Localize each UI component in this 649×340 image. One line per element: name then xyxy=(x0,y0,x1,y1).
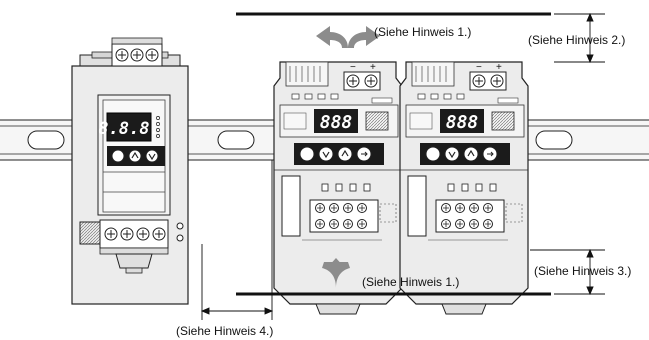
note3-label: (Siehe Hinweis 3.) xyxy=(534,264,632,278)
rail-slot xyxy=(217,130,255,150)
dimension-note2 xyxy=(554,12,605,64)
left-device: 8.8.8. xyxy=(71,37,189,305)
left-button-up xyxy=(128,149,142,163)
svg-text:−: − xyxy=(476,62,482,73)
button-down xyxy=(444,146,460,162)
left-button-mode xyxy=(111,149,125,163)
note1-bottom-label: (Siehe Hinweis 1.) xyxy=(362,275,460,289)
left-button-down xyxy=(145,149,159,163)
led-display-text: 888 xyxy=(446,112,479,133)
terminal-block-top xyxy=(111,37,163,67)
side-connector xyxy=(79,221,101,245)
svg-text:+: + xyxy=(370,62,376,73)
terminal-block-bottom xyxy=(99,219,169,255)
note1-top-label: (Siehe Hinweis 1.) xyxy=(374,25,472,39)
button-up xyxy=(463,146,479,162)
airflow-arrow-bottom xyxy=(322,258,350,288)
button-mode xyxy=(425,146,441,162)
side-window xyxy=(407,175,427,237)
button-down xyxy=(318,146,334,162)
note2-label: (Siehe Hinweis 2.) xyxy=(528,33,626,47)
airflow-arrow-top xyxy=(316,26,380,48)
rail-slot xyxy=(535,130,573,150)
side-window xyxy=(281,175,301,237)
device-unit-2: − + 888 xyxy=(399,61,529,315)
left-led-display: 8.8.8. xyxy=(98,119,159,139)
button-mode xyxy=(299,146,315,162)
note4-label: (Siehe Hinweis 4.) xyxy=(176,324,274,338)
led-display xyxy=(440,109,484,133)
button-up xyxy=(337,146,353,162)
dimension-note3 xyxy=(530,248,605,296)
led-display-text: 888 xyxy=(320,112,353,133)
dimension-note4 xyxy=(200,160,274,320)
svg-text:−: − xyxy=(350,62,356,73)
left-display-panel xyxy=(106,112,152,142)
rail-slot xyxy=(27,130,65,150)
led-display xyxy=(314,109,358,133)
svg-text:+: + xyxy=(496,62,502,73)
device-unit-1: − + 888 xyxy=(273,61,403,315)
